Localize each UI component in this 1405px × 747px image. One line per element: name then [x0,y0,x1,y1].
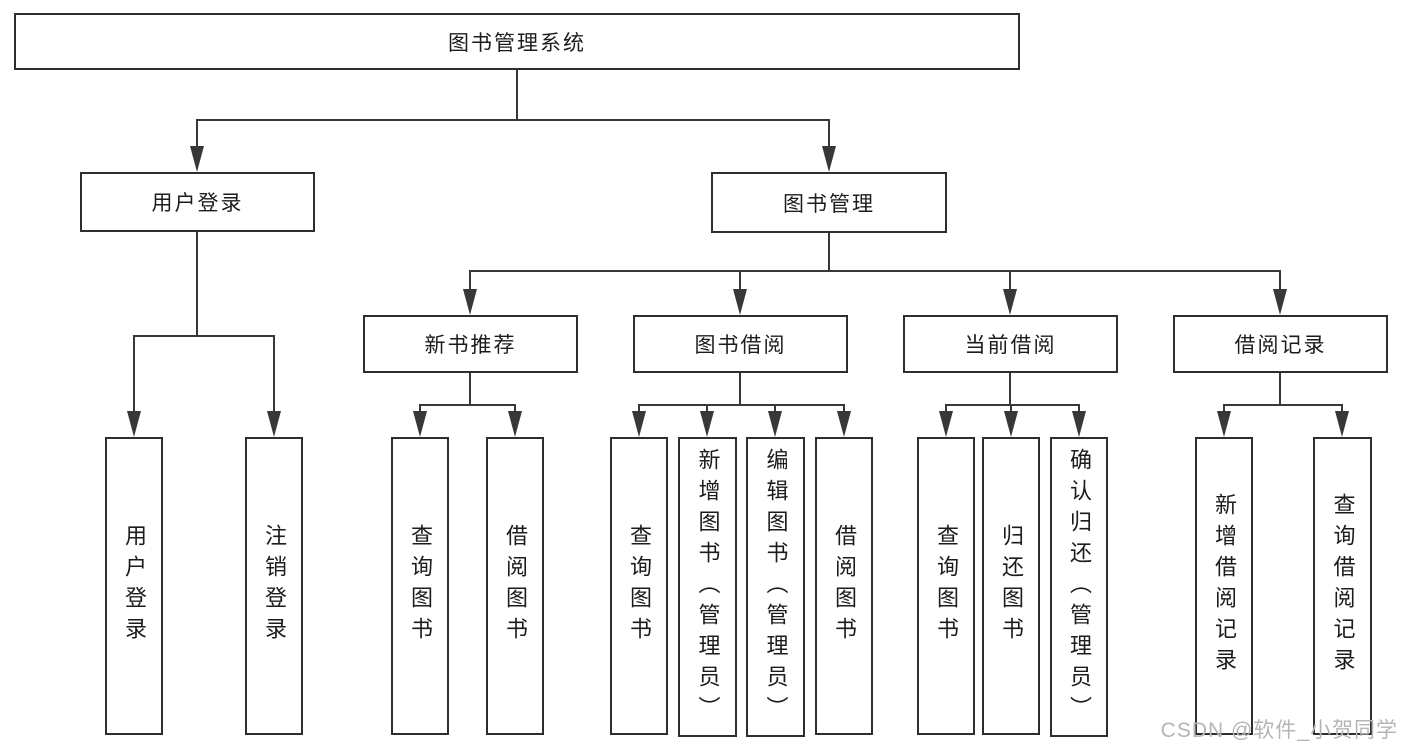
node-label: 归还图书 [999,524,1024,648]
node-label: 用户登录 [151,191,244,215]
leaf-query-borrow-record: 查询借阅记录 [1313,437,1372,735]
leaf-borrow-books: 借阅图书 [815,437,873,735]
arrowheads [127,146,1349,437]
leaf-add-borrow-record: 新增借阅记录 [1195,437,1253,735]
node-label: 确认归还（管理员） [1067,447,1092,727]
node-label: 借阅记录 [1234,333,1327,357]
leaf-edit-book-admin: 编辑图书（管理员） [746,437,805,737]
node-label: 借阅图书 [503,524,528,648]
node-label: 新增图书（管理员） [695,447,721,727]
leaf-add-book-admin: 新增图书（管理员） [678,437,737,737]
node-user-login: 用户登录 [80,172,315,232]
node-book-management: 图书管理 [711,172,947,233]
node-book-borrow: 图书借阅 [633,315,848,373]
node-label: 查询图书 [408,524,433,648]
node-label: 查询图书 [627,524,652,648]
leaf-query-books-borrow: 查询图书 [610,437,668,735]
leaf-query-books-current: 查询图书 [917,437,975,735]
node-label: 查询借阅记录 [1330,493,1356,679]
node-label: 编辑图书（管理员） [763,447,789,727]
node-label: 查询图书 [934,524,959,648]
node-label: 借阅图书 [832,524,857,648]
leaf-user-login: 用户登录 [105,437,163,735]
leaf-borrow-books-recommend: 借阅图书 [486,437,544,735]
node-label: 图书管理 [783,191,875,216]
node-label: 图书管理系统 [448,30,586,55]
node-label: 图书借阅 [694,333,787,357]
leaf-return-books: 归还图书 [982,437,1040,735]
csdn-watermark: CSDN @软件_小贺同学 [1160,719,1398,742]
node-label: 当前借阅 [964,333,1057,357]
node-label: 用户登录 [122,524,147,648]
node-label: 新增借阅记录 [1212,493,1237,679]
leaf-confirm-return-admin: 确认归还（管理员） [1050,437,1108,737]
node-label: 新书推荐 [424,333,517,357]
node-label: 注销登录 [262,524,287,648]
node-current-borrow: 当前借阅 [903,315,1118,373]
node-library-management-system: 图书管理系统 [14,13,1020,70]
leaf-logout-login: 注销登录 [245,437,303,735]
leaf-query-books-recommend: 查询图书 [391,437,449,735]
node-new-book-recommend: 新书推荐 [363,315,578,373]
node-borrow-records: 借阅记录 [1173,315,1388,373]
